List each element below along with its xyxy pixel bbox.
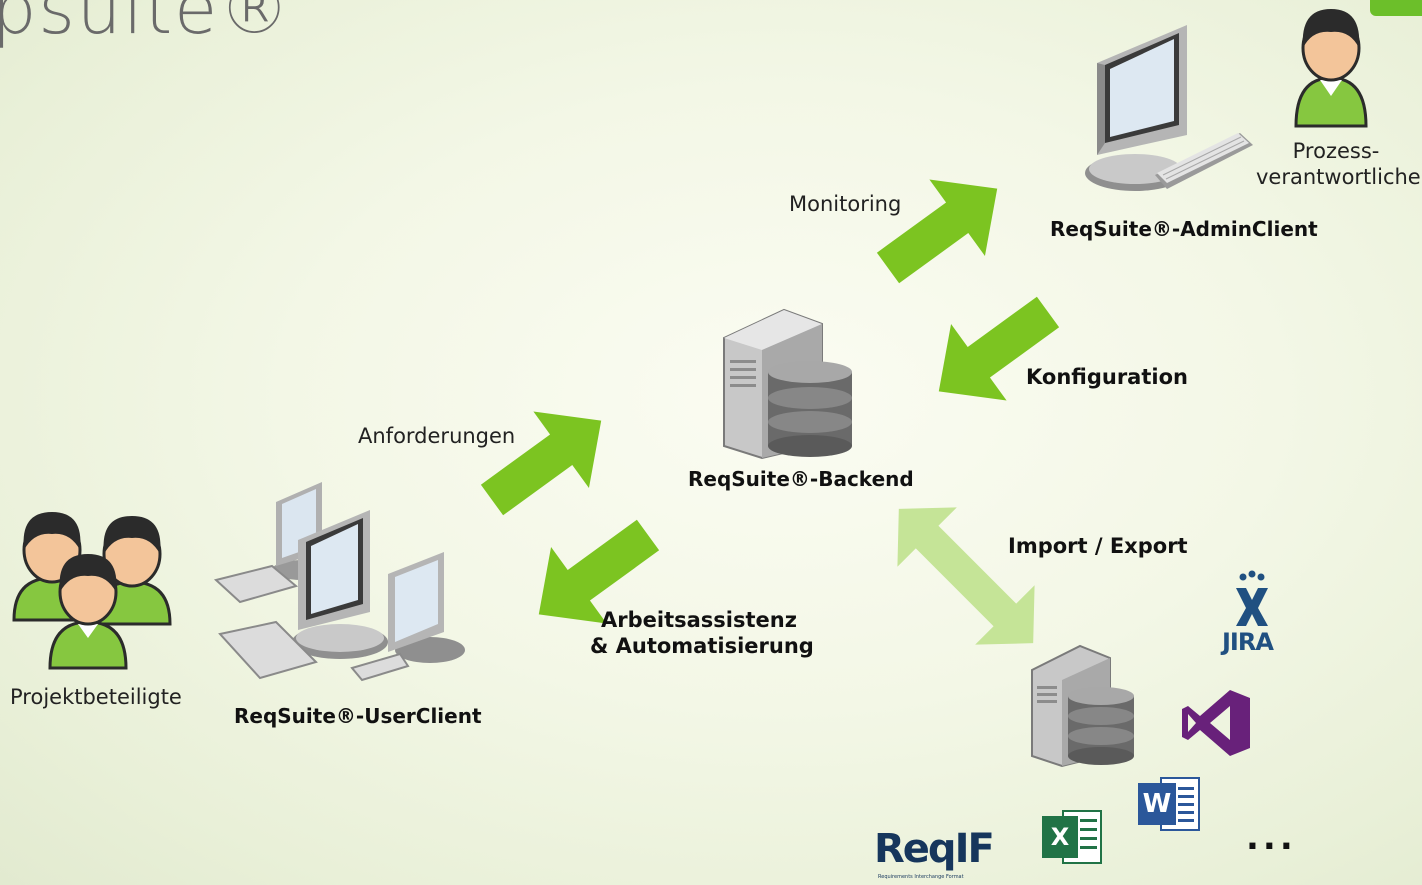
- configuration-label: Konfiguration: [1026, 365, 1188, 389]
- admin-client-computer-icon: [1085, 25, 1253, 191]
- monitoring-label: Monitoring: [789, 192, 902, 216]
- process-owner-person-icon: [1294, 9, 1368, 128]
- requirements-label: Anforderungen: [358, 424, 516, 448]
- project-members-group-icon: [12, 512, 172, 670]
- requirements-arrow: [464, 382, 629, 539]
- user-client-computers-icon: [213, 482, 465, 682]
- jira-logo: JIRA: [1218, 570, 1286, 660]
- excel-icon: X: [1042, 808, 1104, 866]
- project-members-label: Projektbeteiligte: [10, 685, 182, 709]
- more-integrations-ellipsis: ...: [1246, 818, 1297, 858]
- reqif-text: ReqIF: [874, 826, 995, 872]
- visual-studio-icon: [1182, 690, 1250, 756]
- import-export-arrow: [897, 507, 1035, 645]
- brand-badge-icon: [1370, 0, 1422, 16]
- jira-icon: [1236, 570, 1268, 626]
- jira-text: JIRA: [1222, 628, 1274, 656]
- backend-server-icon: [723, 308, 852, 460]
- reqif-logo: ReqIF Requirements Interchange Format: [874, 826, 1014, 884]
- external-server-icon: [1031, 644, 1134, 768]
- reqif-subtitle: Requirements Interchange Format: [878, 874, 964, 880]
- assistance-label: Arbeitsassistenz & Automatisierung: [590, 607, 814, 660]
- process-owner-label-line2: verantwortliche: [1256, 165, 1421, 190]
- backend-label: ReqSuite®-Backend: [688, 467, 914, 491]
- word-icon: W: [1138, 775, 1202, 833]
- process-owner-label: Prozess- verantwortliche: [1256, 138, 1421, 191]
- excel-letter: X: [1042, 816, 1078, 858]
- admin-client-label: ReqSuite®-AdminClient: [1050, 217, 1318, 241]
- brand-logo: psuite®: [0, 0, 292, 50]
- word-letter: W: [1138, 783, 1176, 825]
- monitoring-arrow: [860, 150, 1025, 307]
- user-client-label: ReqSuite®-UserClient: [234, 704, 482, 728]
- assistance-label-line1: Arbeitsassistenz: [601, 608, 797, 632]
- process-owner-label-line1: Prozess-: [1292, 139, 1380, 163]
- configuration-arrow: [911, 273, 1076, 430]
- assistance-label-line2: & Automatisierung: [590, 634, 814, 659]
- import-export-label: Import / Export: [1008, 534, 1188, 558]
